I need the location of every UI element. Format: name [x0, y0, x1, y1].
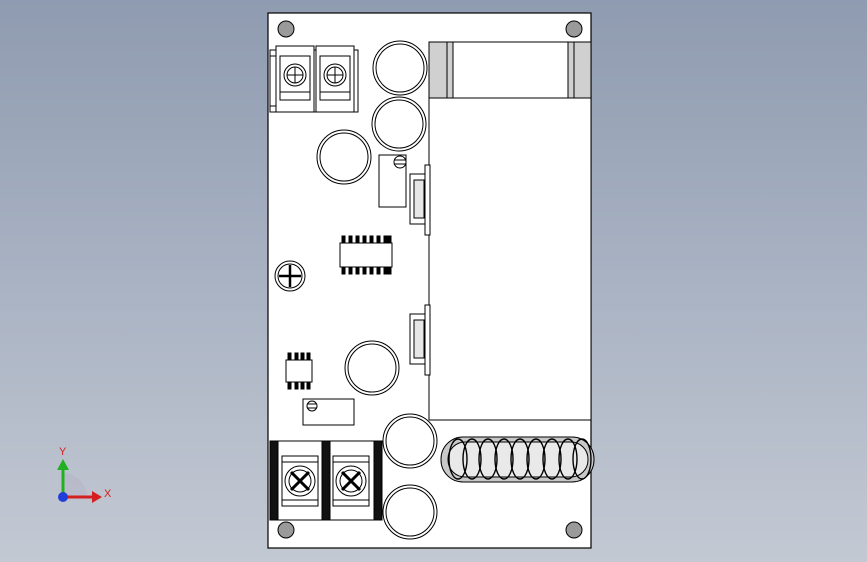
x-axis-label: X [104, 488, 112, 500]
trim-resistor [378, 154, 407, 208]
mounting-hole [277, 20, 295, 38]
transformer-shade-left [428, 41, 454, 99]
capacitors [316, 40, 438, 540]
x-axis-arrow [92, 491, 102, 503]
terminal-block-bottom [269, 440, 383, 521]
triad-base-arc [63, 473, 87, 497]
capacitor [372, 40, 428, 96]
y-axis-arrow [57, 459, 69, 470]
orientation-triad [57, 459, 102, 503]
capacitor [382, 484, 438, 540]
capacitor [371, 96, 427, 152]
ic-soic16 [339, 235, 393, 275]
toroid-inductor [440, 436, 595, 483]
z-axis-dot [58, 492, 68, 502]
potentiometer [274, 260, 306, 292]
transformer [428, 41, 592, 421]
transformer-shade-right [567, 41, 592, 99]
y-axis-label: Y [59, 446, 67, 458]
mounting-hole [277, 521, 295, 539]
ic-soic8 [285, 352, 313, 390]
capacitor [316, 129, 372, 185]
mounting-holes [277, 20, 583, 539]
resistor [302, 398, 355, 426]
mounting-hole [565, 521, 583, 539]
power-transistors [409, 164, 431, 376]
capacitor [344, 340, 400, 396]
terminal-block-top [269, 45, 359, 113]
capacitor [382, 413, 438, 469]
mounting-hole [565, 20, 583, 38]
